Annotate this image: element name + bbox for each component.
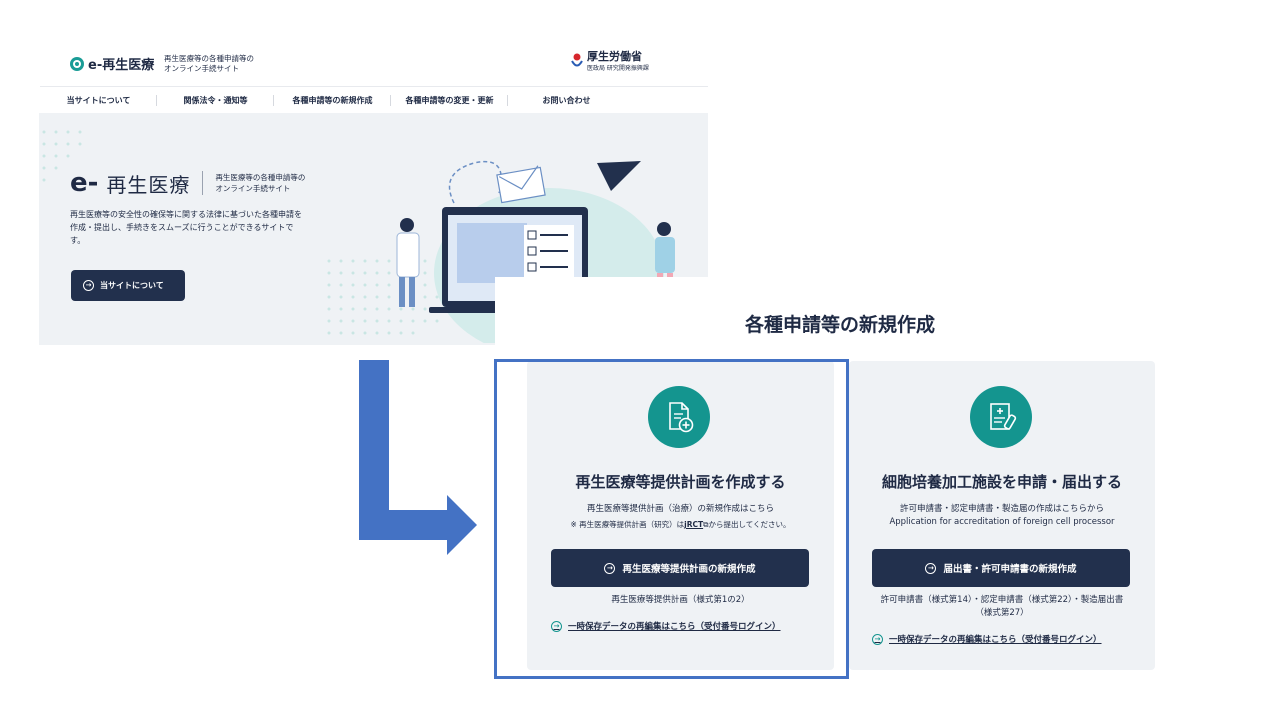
ministry-logo[interactable]: 厚生労働省 医政局 研究開発振興課 [570, 50, 649, 72]
cell-facility-form-note: 許可申請書（様式第14）・認定申請書（様式第22）・製造届出書 （様式第27） [849, 594, 1155, 620]
logo-subtitle-line1: 再生医療等の各種申請等の [164, 54, 254, 63]
external-link-icon: ⧉ [703, 520, 709, 529]
main-nav: 当サイトについて 関係法令・通知等 各種申請等の新規作成 各種申請等の変更・更新… [40, 86, 708, 114]
arrow-circle-icon: → [872, 633, 883, 645]
new-provision-plan-button[interactable]: → 再生医療等提供計画の新規作成 [551, 549, 809, 587]
dot-pattern-decoration [42, 130, 82, 182]
provision-plan-note: ※ 再生医療等提供計画（研究）はjRCT⧉から提出してください。 [527, 519, 834, 530]
arrow-circle-icon: → [551, 620, 562, 632]
logo-icon [70, 56, 84, 71]
about-site-button[interactable]: → 当サイトについて [71, 270, 185, 301]
provision-plan-icon-circle [648, 386, 710, 448]
cell-facility-icon-circle [970, 386, 1032, 448]
provision-plan-note-prefix: ※ 再生医療等提供計画（研究）は [570, 520, 685, 529]
nav-item-change-renewal[interactable]: 各種申請等の変更・更新 [391, 87, 508, 114]
about-site-button-label: 当サイトについて [100, 281, 164, 290]
cell-facility-text-line2: Application for accreditation of foreign… [889, 517, 1115, 527]
provision-plan-form-note: 再生医療等提供計画（様式第1の2） [611, 595, 750, 605]
nav-item-contact[interactable]: お問い合わせ [542, 96, 591, 105]
hero-title-text: 再生医療 [106, 172, 191, 197]
cell-facility-title: 細胞培養加工施設を申請・届出する [881, 473, 1122, 491]
new-facility-application-button-label: 届出書・許可申請書の新規作成 [943, 564, 1077, 575]
medical-document-icon [990, 403, 1017, 430]
hero-title-e: e- [70, 168, 99, 198]
ministry-name: 厚生労働省 [587, 50, 642, 63]
crop-overlay [495, 277, 708, 347]
cell-facility-resume-link-label: 一時保存データの再編集はこちら（受付番号ログイン） [889, 635, 1102, 645]
cell-facility-text: 許可申請書・認定申請書・製造届の作成はこちらから Application for… [849, 503, 1155, 529]
provision-plan-resume-link-label: 一時保存データの再編集はこちら（受付番号ログイン） [568, 622, 781, 632]
ministry-dept: 医政局 研究開発振興課 [587, 65, 649, 72]
logo-subtitle-line2: オンライン手続サイト [164, 64, 239, 73]
hero-title-subtitle: 再生医療等の各種申請等の オンライン手続サイト [215, 172, 305, 194]
new-facility-application-button[interactable]: → 届出書・許可申請書の新規作成 [872, 549, 1130, 587]
document-add-icon [669, 402, 694, 433]
new-provision-plan-button-label: 再生医療等提供計画の新規作成 [622, 564, 756, 575]
cell-facility-form-note-line2: （様式第27） [975, 608, 1029, 618]
hero-illustration [396, 160, 675, 343]
hero-subtitle-line2: オンライン手続サイト [215, 184, 291, 193]
logo-subtitle: 再生医療等の各種申請等の オンライン手続サイト [164, 54, 254, 74]
callout-arrow-foot [359, 510, 449, 540]
cell-facility-text-line1: 許可申請書・認定申請書・製造届の作成はこちらから [899, 504, 1104, 514]
section-title: 各種申請等の新規作成 [744, 314, 935, 336]
logo-text: e-再生医療 [88, 58, 155, 73]
jrct-link[interactable]: jRCT [684, 520, 704, 529]
hero-description: 再生医療等の安全性の確保等に関する法律に基づいた各種申請を作成・提出し、手続きを… [70, 210, 302, 245]
site-logo[interactable]: e-再生医療 [70, 54, 154, 73]
arrow-circle-icon: → [604, 562, 616, 574]
nav-item-about[interactable]: 当サイトについて [40, 87, 157, 114]
arrow-circle-icon: → [83, 280, 94, 291]
ministry-emblem-icon [571, 53, 583, 67]
hero-subtitle-line1: 再生医療等の各種申請等の [215, 173, 306, 182]
provision-plan-title: 再生医療等提供計画を作成する [575, 473, 786, 491]
site-header [40, 40, 708, 86]
callout-arrow-head-icon [447, 495, 477, 555]
provision-plan-note-suffix: から提出してください。 [708, 520, 791, 529]
hero-banner [39, 113, 708, 345]
cell-facility-resume-link[interactable]: → 一時保存データの再編集はこちら（受付番号ログイン） [872, 633, 1102, 645]
nav-item-new-application[interactable]: 各種申請等の新規作成 [274, 87, 391, 114]
provision-plan-resume-link[interactable]: → 一時保存データの再編集はこちら（受付番号ログイン） [551, 620, 781, 632]
hero-title: e- 再生医療 再生医療等の各種申請等の オンライン手続サイト [70, 168, 305, 198]
nav-item-laws[interactable]: 関係法令・通知等 [157, 87, 274, 114]
hero-title-divider [202, 171, 204, 195]
highlight-frame [494, 359, 849, 679]
provision-plan-text: 再生医療等提供計画（治療）の新規作成はこちら [586, 504, 774, 514]
arrow-circle-icon: → [925, 562, 937, 574]
cell-facility-form-note-line1: 許可申請書（様式第14）・認定申請書（様式第22）・製造届出書 [880, 595, 1124, 605]
